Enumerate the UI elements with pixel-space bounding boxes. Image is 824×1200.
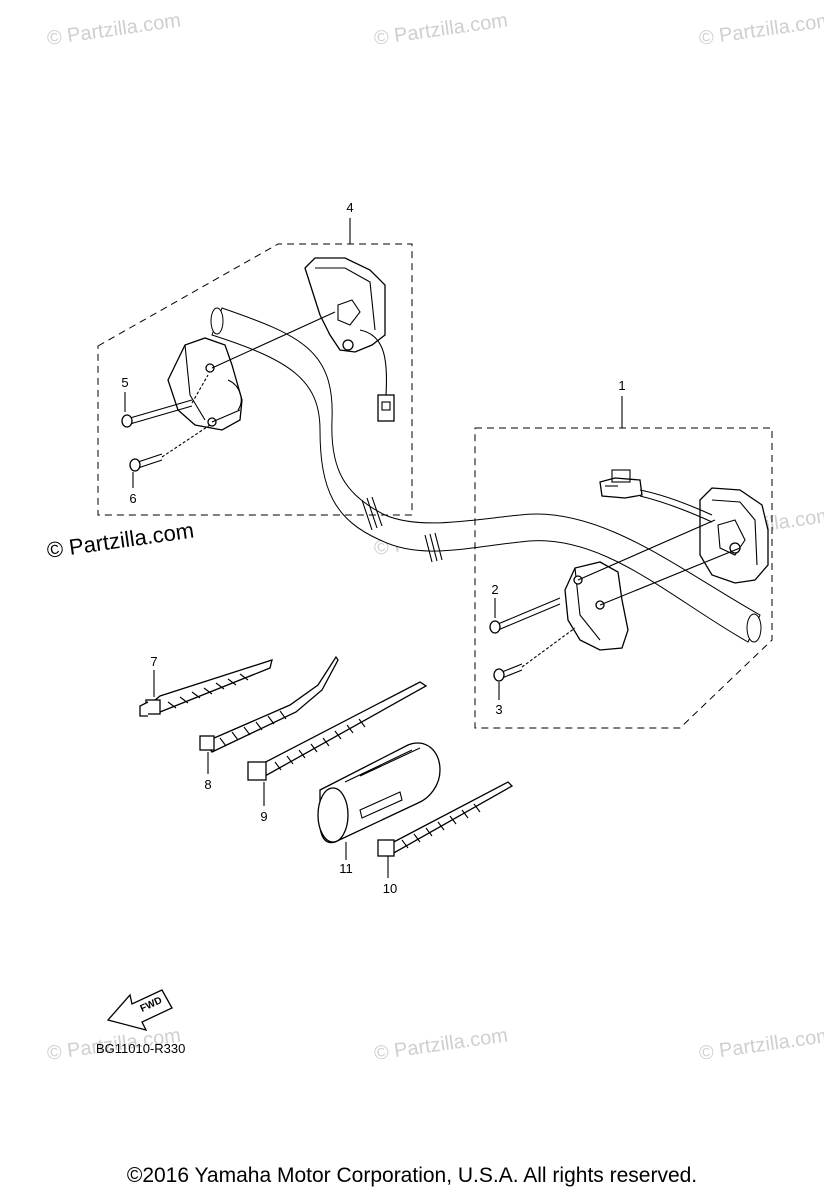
callout-4: 4 xyxy=(346,200,353,215)
protector-11 xyxy=(317,742,441,844)
screw-5 xyxy=(121,374,209,428)
screw-3 xyxy=(493,627,576,682)
callout-10: 10 xyxy=(383,881,397,896)
cable-tie-10 xyxy=(377,781,514,857)
drawing-code: BG11010-R330 xyxy=(96,1041,185,1056)
screw-6 xyxy=(129,424,211,472)
cable-tie-8 xyxy=(199,655,339,753)
assembly-line xyxy=(211,409,241,423)
callout-11: 11 xyxy=(339,861,353,876)
right-switch-upper-housing xyxy=(699,487,769,584)
callout-3: 3 xyxy=(495,702,502,717)
fwd-arrow-icon: FWD xyxy=(106,989,173,1031)
left-switch-upper-housing xyxy=(304,257,386,353)
watermark-text: © Partzilla.com xyxy=(373,9,510,50)
watermark-text: © Partzilla.com xyxy=(373,1024,510,1065)
handlebar xyxy=(210,307,762,643)
parts-diagram: © Partzilla.com © Partzilla.com © Partzi… xyxy=(45,9,824,1065)
left-switch-wire xyxy=(359,329,388,396)
cable-tie-7 xyxy=(139,659,273,717)
left-switch-connector xyxy=(377,394,395,422)
assembly-line xyxy=(577,519,716,581)
callout-6: 6 xyxy=(129,491,136,506)
callout-9: 9 xyxy=(260,809,267,824)
right-switch-wire xyxy=(639,489,713,516)
watermark-text: © Partzilla.com xyxy=(698,1024,824,1065)
copyright-notice: ©2016 Yamaha Motor Corporation, U.S.A. A… xyxy=(126,1164,698,1187)
screw-2 xyxy=(489,597,561,634)
leader-lines xyxy=(124,392,500,878)
assembly-line xyxy=(599,547,741,606)
callout-7: 7 xyxy=(150,654,157,669)
watermark-text: © Partzilla.com xyxy=(46,9,183,50)
callout-5: 5 xyxy=(121,375,128,390)
watermark-text: © Partzilla.com xyxy=(698,9,824,50)
group-box-1 xyxy=(474,427,773,729)
right-switch-lower-housing xyxy=(564,561,629,651)
watermark-text-dark: © Partzilla.com xyxy=(45,518,195,563)
callout-1: 1 xyxy=(618,378,625,393)
assembly-line xyxy=(211,311,336,369)
cable-tie-9 xyxy=(247,681,428,781)
callout-2: 2 xyxy=(491,582,498,597)
callout-labels: 4 1 5 6 2 3 7 8 9 11 10 xyxy=(121,200,625,896)
group-box-4 xyxy=(97,243,413,516)
callout-8: 8 xyxy=(204,777,211,792)
right-switch-connector xyxy=(599,469,643,499)
left-switch-lower-housing xyxy=(167,337,243,431)
